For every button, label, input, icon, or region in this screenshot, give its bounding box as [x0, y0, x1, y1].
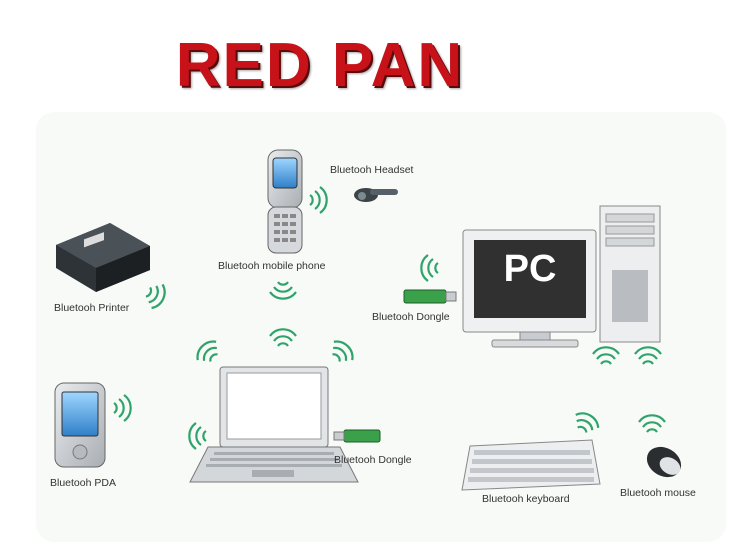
- signal-waves-icon: [308, 185, 328, 215]
- laptop-dongle-label: Bluetooh Dongle: [334, 454, 412, 466]
- printer-label: Bluetooh Printer: [54, 302, 130, 314]
- signal-waves-icon: [420, 253, 440, 283]
- pda-icon: [54, 382, 106, 468]
- keyboard-icon: [461, 439, 601, 491]
- usb-dongle-icon: [403, 289, 457, 304]
- diagram-title: RED PAN: [175, 31, 465, 100]
- pda-label: Bluetooh PDA: [50, 477, 116, 489]
- pc-tower-icon: [599, 205, 661, 343]
- headset-label: Bluetooh Headset: [330, 164, 414, 176]
- mouse-label: Bluetooh mouse: [620, 487, 696, 499]
- pc-dongle-label: Bluetooh Dongle: [372, 311, 450, 323]
- mobile-phone-icon: [267, 149, 303, 254]
- mouse-icon: [646, 446, 682, 478]
- headset-icon: [354, 188, 398, 202]
- signal-waves-icon: [141, 279, 170, 312]
- signal-waves-icon: [591, 346, 621, 366]
- signal-waves-icon: [569, 407, 603, 438]
- signal-waves-icon: [191, 335, 225, 369]
- pc-monitor-icon: [462, 229, 597, 348]
- pc-label: PC: [503, 248, 557, 290]
- laptop-icon: [189, 366, 359, 483]
- signal-waves-icon: [268, 328, 298, 348]
- mobile-phone-label: Bluetooh mobile phone: [218, 260, 326, 272]
- printer-icon: [56, 223, 150, 292]
- signal-waves-icon: [188, 421, 208, 451]
- signal-waves-icon: [112, 393, 132, 423]
- signal-waves-icon: [637, 414, 667, 434]
- usb-dongle-icon: [333, 429, 381, 443]
- signal-waves-icon: [325, 335, 359, 369]
- signal-waves-icon: [633, 346, 663, 366]
- keyboard-label: Bluetooh keyboard: [482, 493, 570, 505]
- signal-waves-icon: [268, 280, 298, 300]
